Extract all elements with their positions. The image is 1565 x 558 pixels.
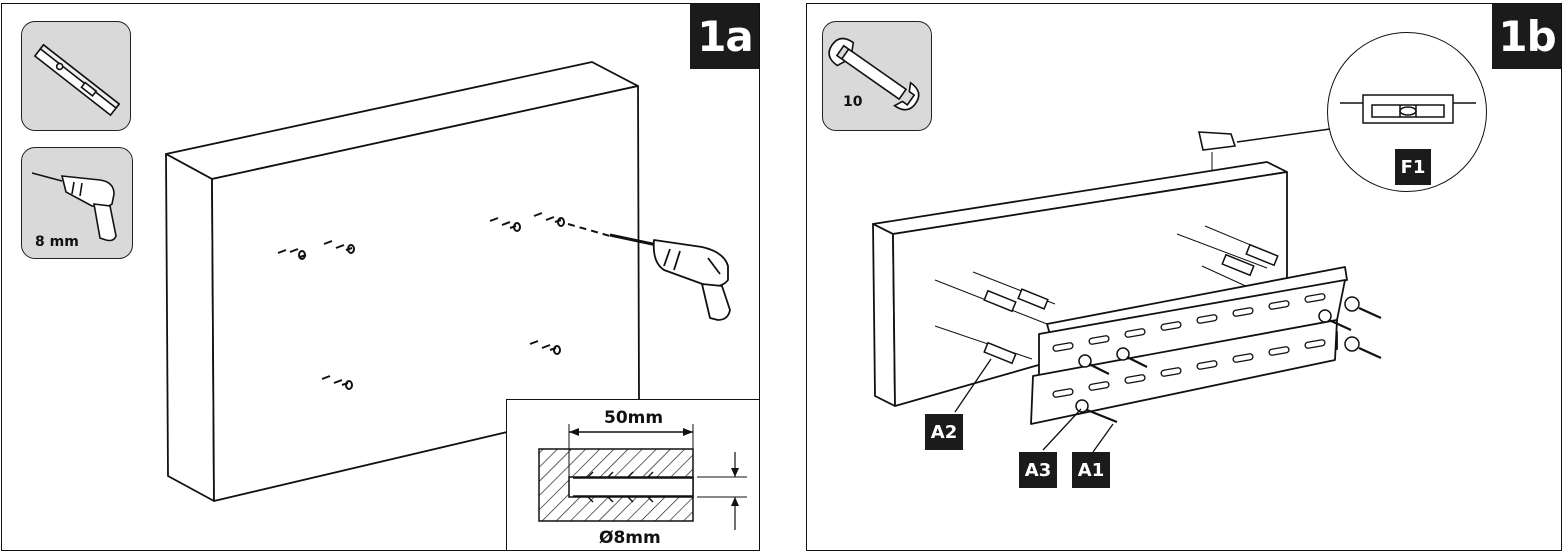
wall-plug xyxy=(1221,253,1255,277)
wall-side-face xyxy=(872,223,896,407)
wall-plug xyxy=(1245,243,1279,267)
wrench-icon xyxy=(828,37,920,111)
callout-leaders xyxy=(954,358,1114,453)
wrench-tool-tile: 10 xyxy=(822,21,932,131)
drill-hole-mark xyxy=(321,375,353,390)
wall-plug xyxy=(983,341,1017,365)
anchor-cross-section xyxy=(538,424,747,530)
bubble-level-icon xyxy=(1340,94,1476,124)
anchor-depth-detail: 50mm Ø8mm xyxy=(506,399,759,550)
drill-bit-size: 8 mm xyxy=(35,234,79,250)
wall-plug xyxy=(1017,288,1049,310)
drill-hole-mark xyxy=(529,340,561,355)
level-tool-tile xyxy=(21,21,131,131)
wall-bracket xyxy=(1030,266,1348,425)
callout-a2: A2 xyxy=(925,414,963,450)
bracket-lower-plate xyxy=(1030,319,1338,425)
panel-1b: 1b 10 F1 xyxy=(806,3,1562,551)
drill-hole-mark xyxy=(277,248,307,260)
drill-guide-line xyxy=(567,223,611,237)
bracket-mounting-illustration xyxy=(872,128,1382,453)
panel-1a: 1a 8 mm xyxy=(1,3,760,551)
wall-plug xyxy=(983,289,1017,313)
drill-hole-mark xyxy=(489,217,521,232)
wall-side-face xyxy=(165,153,215,502)
wall-drilling-illustration xyxy=(165,61,731,502)
drill-icon xyxy=(31,172,117,242)
screws xyxy=(1086,306,1382,424)
drill-hole-marks xyxy=(277,212,565,390)
bracket-slots xyxy=(1052,293,1326,398)
drill-hole-mark xyxy=(323,240,355,254)
washers xyxy=(1075,296,1360,413)
wrench-size: 10 xyxy=(843,94,863,110)
step-badge-1b: 1b xyxy=(1492,4,1561,69)
spirit-level-icon xyxy=(33,43,121,117)
level-tool-small xyxy=(1197,131,1237,151)
drill-tool-tile: 8 mm xyxy=(21,147,133,259)
anchor-diameter-label: Ø8mm xyxy=(599,528,661,548)
anchor-depth-label: 50mm xyxy=(604,408,664,428)
callout-a3: A3 xyxy=(1019,452,1057,488)
step-badge-1a: 1a xyxy=(690,4,759,69)
callout-a1: A1 xyxy=(1072,452,1110,488)
callout-f1: F1 xyxy=(1395,149,1431,185)
drill-hole-mark xyxy=(533,212,565,227)
drill-tool xyxy=(609,233,731,321)
